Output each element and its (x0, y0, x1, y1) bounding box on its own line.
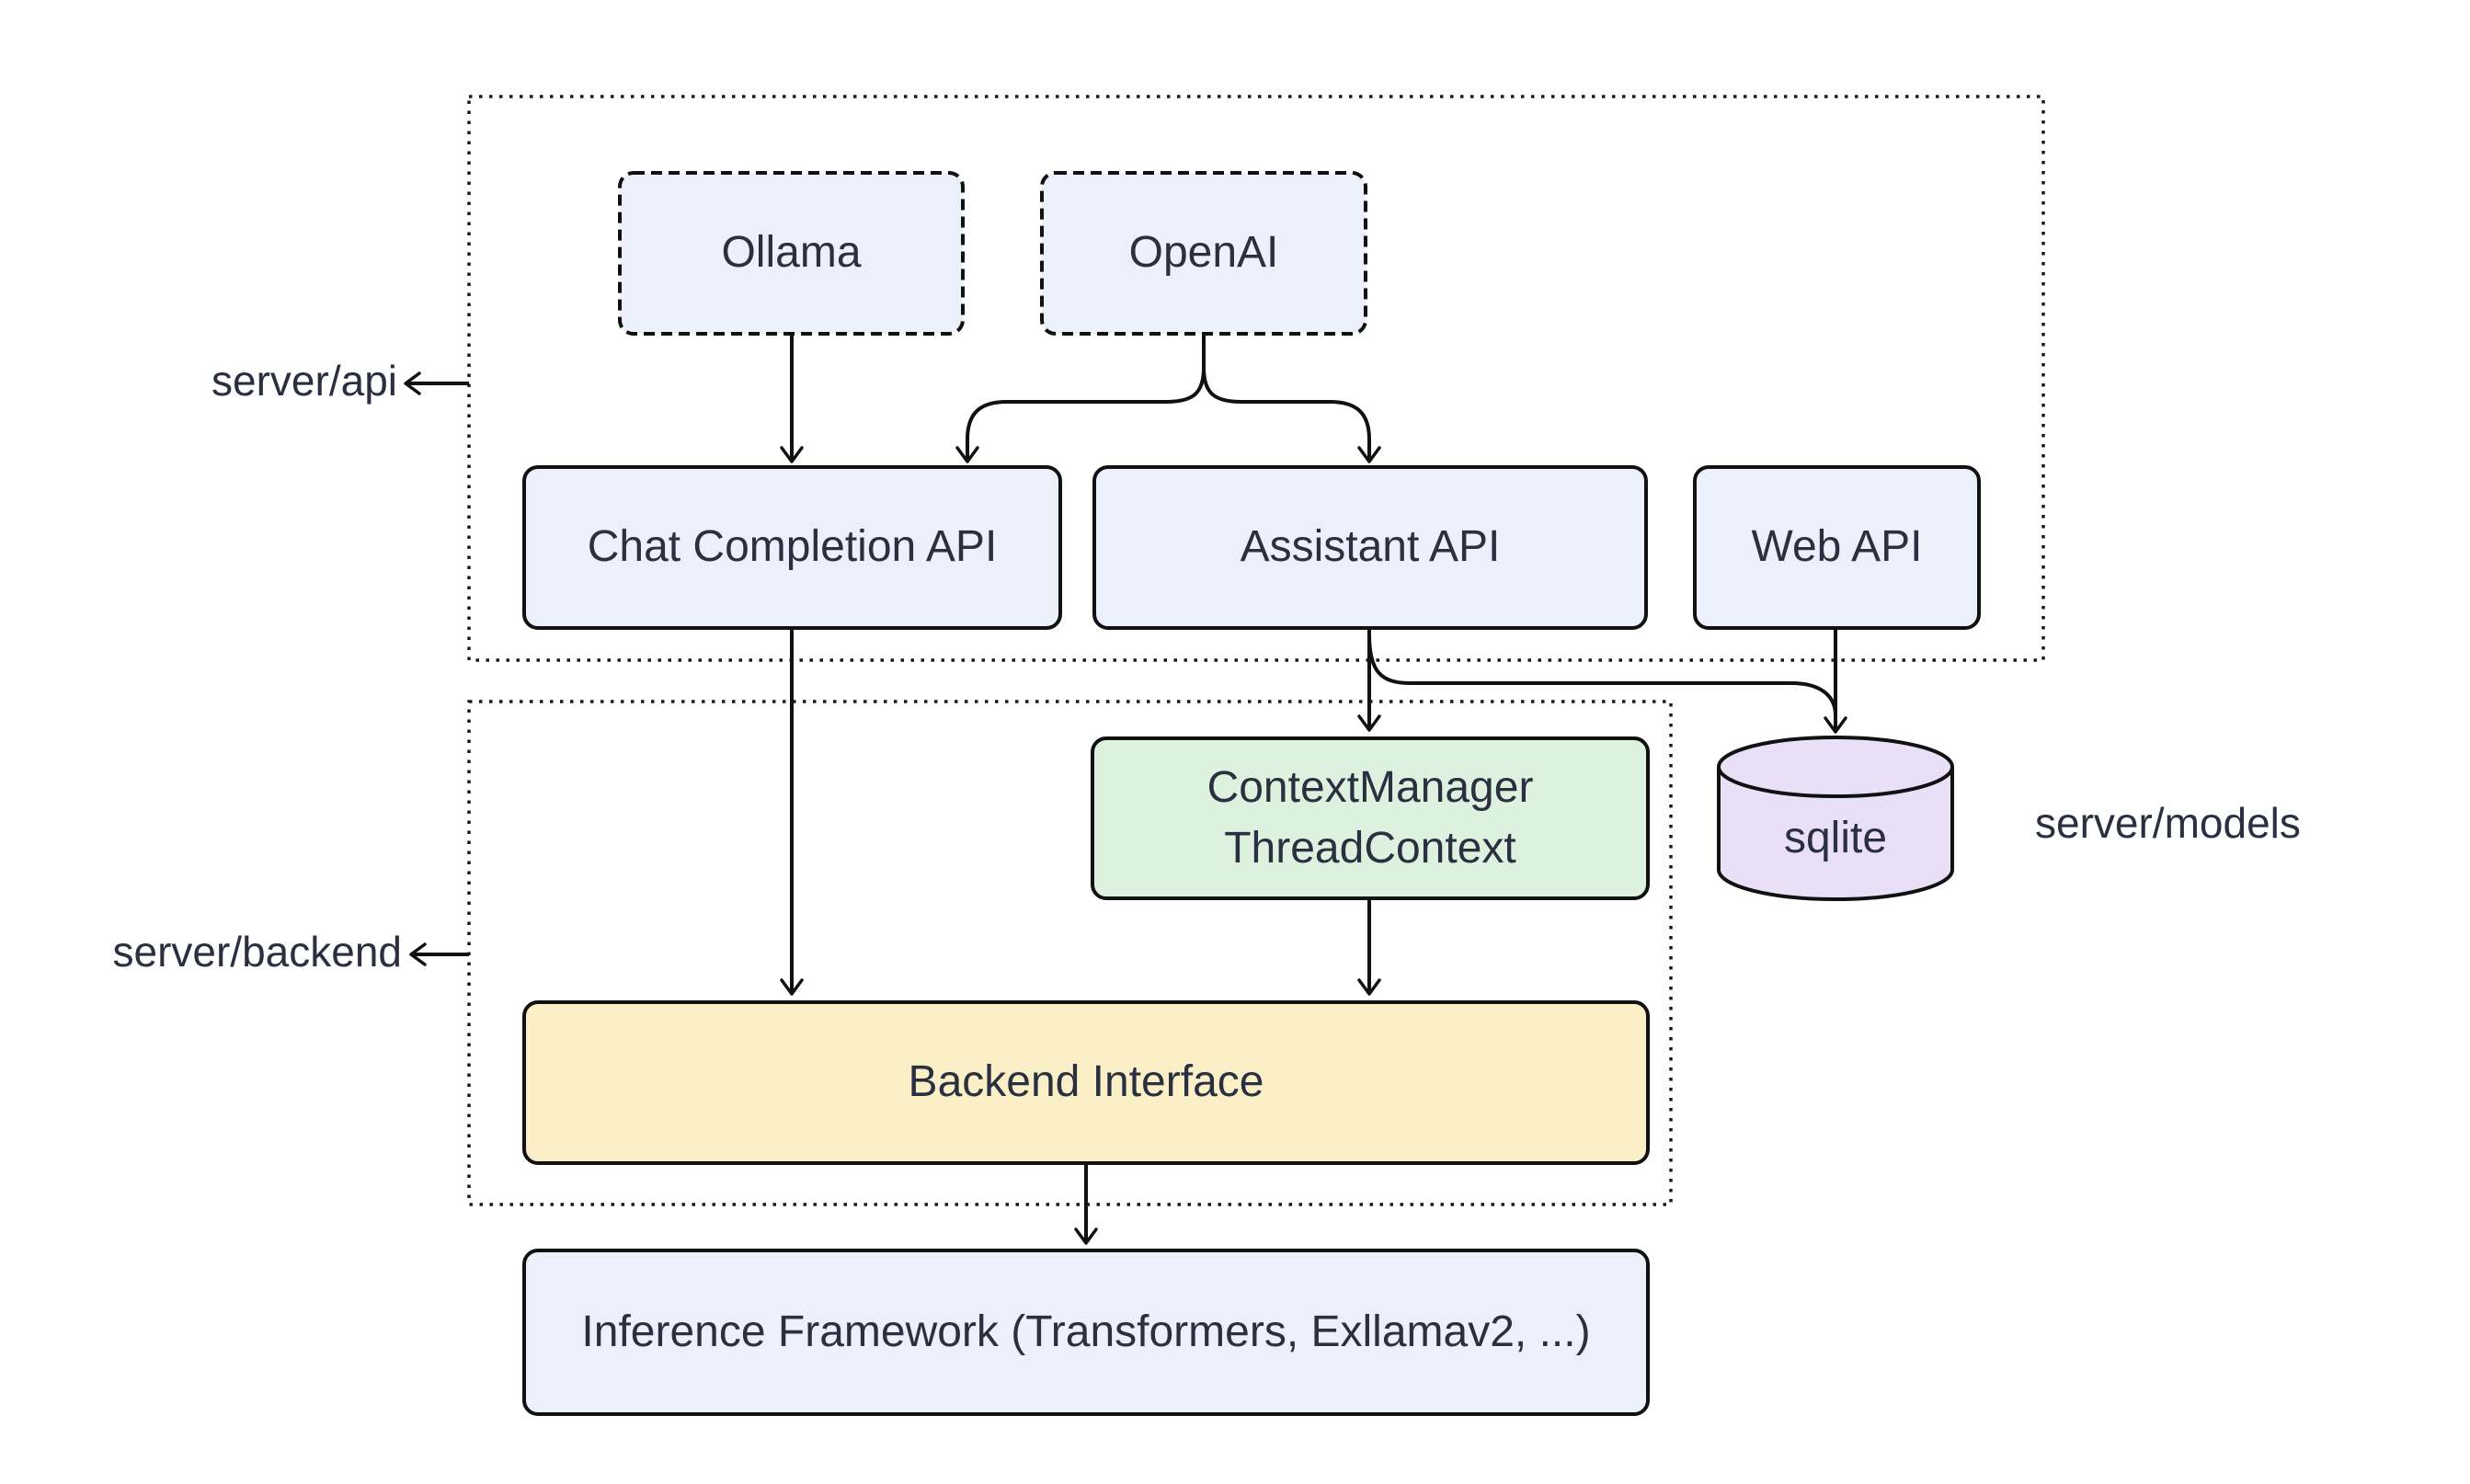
node-backend-interface-shape (522, 1000, 1650, 1165)
context-manager-line2: ThreadContext (1224, 824, 1516, 873)
server-models-label: server/models (2035, 799, 2301, 847)
node-sqlite-shape (1717, 736, 1954, 901)
node-chat-completion-api-label: Chat Completion API (587, 522, 998, 572)
cylinder-top (1717, 736, 1954, 798)
node-assistant-api-label: Assistant API (1240, 522, 1501, 572)
node-inference-framework-label: Inference Framework (Transformers, Exlla… (581, 1307, 1591, 1356)
server-api-container (467, 95, 2045, 662)
node-chat-completion-api-shape (522, 465, 1062, 630)
context-manager-line1: ContextManager (1206, 762, 1534, 812)
node-inference-framework-shape (522, 1249, 1650, 1416)
server-backend-label: server/backend (112, 928, 403, 976)
cylinder-body (1717, 767, 1954, 901)
server-api-label: server/api (212, 357, 397, 405)
node-ollama-label: Ollama (721, 228, 862, 278)
node-assistant-api-shape (1092, 465, 1648, 630)
node-sqlite-label: sqlite (1783, 813, 1888, 862)
node-openai-shape (1040, 171, 1367, 336)
edge-openai-to-chat (955, 334, 1206, 463)
node-web-api-shape (1693, 465, 1981, 630)
node-openai-label: OpenAI (1128, 228, 1279, 278)
edge-assistant-to-sqlite (1367, 634, 1837, 716)
node-context-manager-shape (1091, 736, 1650, 900)
node-context-manager-label: ContextManager ThreadContext (1092, 738, 1648, 898)
node-backend-interface-label: Backend Interface (908, 1057, 1264, 1107)
node-ollama-shape (618, 171, 965, 336)
node-web-api-label: Web API (1751, 522, 1923, 572)
edge-openai-to-assistant (1202, 334, 1381, 463)
